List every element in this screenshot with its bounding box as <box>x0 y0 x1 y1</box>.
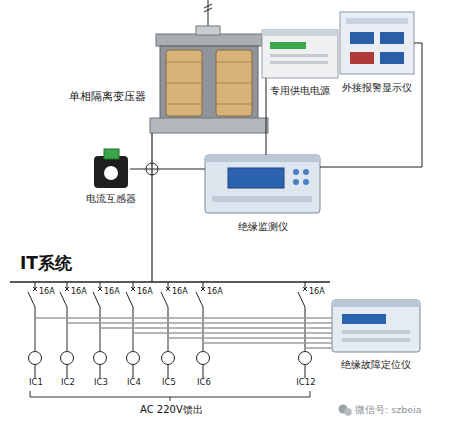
transformer-picture <box>150 26 268 133</box>
ct-ring: IC6 <box>196 351 210 365</box>
node-label: 电流互感器 <box>76 193 146 205</box>
node-label: IC4 <box>117 376 151 388</box>
node-label: IC3 <box>84 376 118 388</box>
ct-ring: IC4 <box>126 351 140 365</box>
feeder-bracket <box>30 391 310 401</box>
alarm-box: 外接报警显示仪 <box>340 12 414 74</box>
breaker-rating: 16A <box>137 287 153 296</box>
ct-ring: IC5 <box>161 351 175 365</box>
wire-connector <box>266 78 267 155</box>
it-bus <box>10 281 330 283</box>
node-label: IC2 <box>51 376 85 388</box>
node-label: 单相隔离变压器 <box>50 90 146 102</box>
ct-ring: IC3 <box>93 351 107 365</box>
wire-connector <box>67 323 332 351</box>
wire-connector <box>305 348 332 351</box>
node-label: IC12 <box>289 376 323 388</box>
wire-connector <box>320 43 422 167</box>
supply-picture <box>262 30 338 78</box>
monitor-box: 绝缘监测仪 <box>205 155 320 213</box>
ct-ring-symbol <box>146 163 158 175</box>
monitor-picture <box>205 155 320 213</box>
wire-connector <box>133 333 332 351</box>
node-label: 外接报警显示仪 <box>338 82 416 94</box>
transformer-box: 单相隔离变压器 <box>150 28 268 134</box>
wire-connector <box>130 169 205 170</box>
wechat-icon <box>339 405 352 416</box>
ct-box: 电流互感器 <box>92 150 130 188</box>
wire-connector <box>203 343 332 351</box>
node-label: 绝缘监测仪 <box>205 221 320 233</box>
breaker-rating: 16A <box>207 287 223 296</box>
ct-ring: IC1 <box>28 351 42 365</box>
watermark: 微信号: szbeia <box>355 404 422 417</box>
node-label: IC5 <box>152 376 186 388</box>
node-label: IC1 <box>19 376 53 388</box>
feeder-note: AC 220V馈出 <box>140 403 203 417</box>
wire-connector <box>35 318 332 351</box>
node-label: IC6 <box>187 376 221 388</box>
breaker-rating: 16A <box>309 287 325 296</box>
breaker-rating: 16A <box>71 287 87 296</box>
breaker-rating: 16A <box>104 287 120 296</box>
breaker-rating: 16A <box>172 287 188 296</box>
node-label: 专用供电电源 <box>262 85 338 97</box>
ct-ring: IC2 <box>60 351 74 365</box>
feeder-breakers <box>28 282 307 378</box>
locator-box: 绝缘故障定位仪 <box>332 300 420 352</box>
wire-connector <box>100 328 332 351</box>
supply-box: 专用供电电源 <box>262 30 338 78</box>
system-title: IT系统 <box>20 252 72 275</box>
locator-picture <box>332 300 420 352</box>
breaker-rating: 16A <box>39 287 55 296</box>
ct-picture <box>94 149 128 188</box>
main-conductor <box>151 133 152 282</box>
wire-connector <box>168 338 332 351</box>
alarm-picture <box>340 12 414 74</box>
ct-ring: IC12 <box>298 351 312 365</box>
node-label: 绝缘故障定位仪 <box>332 359 420 371</box>
